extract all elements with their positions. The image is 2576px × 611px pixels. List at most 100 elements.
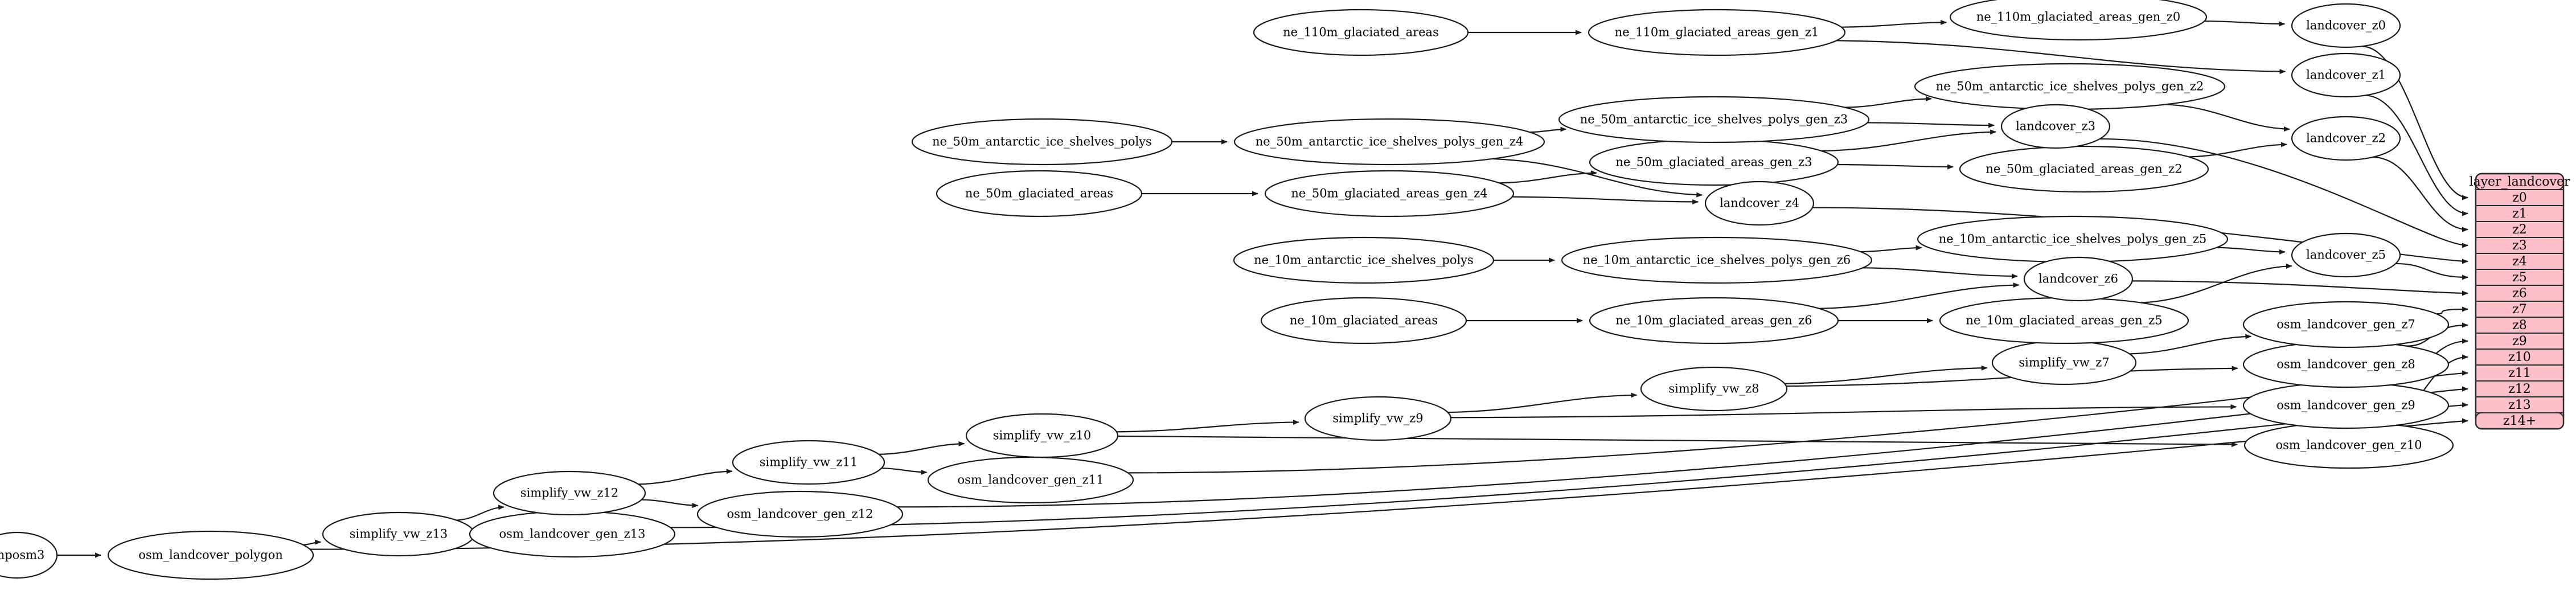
- node-ne_50m_antarctic_ice_shelves_polys_gen_z4[interactable]: ne_50m_antarctic_ice_shelves_polys_gen_z…: [1233, 118, 1545, 166]
- node-simplify_vw_z13[interactable]: simplify_vw_z13: [322, 511, 475, 557]
- node-ne_10m_glaciated_areas[interactable]: ne_10m_glaciated_areas: [1260, 297, 1467, 345]
- table-row-z7-label: z7: [2512, 302, 2527, 317]
- node-ellipse: [0, 531, 58, 579]
- node-ellipse: [2023, 256, 2134, 302]
- node-label: imposm3: [0, 548, 44, 562]
- node-label: landcover_z6: [2038, 272, 2118, 286]
- edge-ne_50m_antarctic_ice_shelves_polys_gen_z3-to-ne_50m_antarctic_ice_shelves_polys_gen_z2: [1845, 96, 1932, 108]
- edge-ne_50m_glaciated_areas_gen_z3-to-landcover_z3: [1822, 129, 1997, 152]
- edge-simplify_vw_z10-to-simplify_vw_z9: [1116, 419, 1299, 433]
- node-simplify_vw_z8[interactable]: simplify_vw_z8: [1640, 366, 1788, 412]
- node-ellipse: [1304, 396, 1452, 441]
- table-row-z6[interactable]: [2475, 285, 2564, 302]
- edge-osm_landcover_polygon-to-simplify_vw_z13: [303, 539, 322, 546]
- node-ne_110m_glaciated_areas[interactable]: ne_110m_glaciated_areas: [1253, 9, 1469, 56]
- table-row-z9[interactable]: [2475, 333, 2564, 350]
- node-ellipse: [1253, 9, 1469, 56]
- node-simplify_vw_z7[interactable]: simplify_vw_z7: [1991, 340, 2137, 386]
- node-ellipse: [2291, 116, 2401, 161]
- node-imposm3[interactable]: imposm3: [0, 531, 58, 579]
- node-osm_landcover_gen_z10[interactable]: osm_landcover_gen_z10: [2243, 421, 2454, 469]
- node-landcover_z4[interactable]: landcover_z4: [1704, 181, 1815, 226]
- node-landcover_z2[interactable]: landcover_z2: [2291, 116, 2401, 161]
- node-landcover_z1[interactable]: landcover_z1: [2291, 52, 2401, 98]
- node-label: simplify_vw_z10: [993, 429, 1092, 442]
- table-row-z14plus-label: z14+: [2503, 414, 2536, 428]
- node-ellipse: [1704, 181, 1815, 226]
- edge-ne_50m_antarctic_ice_shelves_polys_gen_z4-to-ne_50m_antarctic_ice_shelves_polys_gen_z3: [1529, 126, 1567, 133]
- edge-landcover_z0-to-layer_landcover-z0: [2361, 46, 2468, 200]
- table-row-z13-label: z13: [2508, 398, 2531, 412]
- edge-ne_10m_glaciated_areas_gen_z5-to-landcover_z5: [2141, 263, 2292, 304]
- node-label: osm_landcover_gen_z13: [499, 527, 646, 541]
- edge-ne_10m_antarctic_ice_shelves_polys_gen_z6-to-ne_10m_antarctic_ice_shelves_polys_gen_z5: [1860, 245, 1922, 253]
- node-ellipse: [1233, 236, 1495, 284]
- edge-ne_110m_glaciated_areas_gen_z1-to-landcover_z1: [1836, 40, 2286, 75]
- node-ne_110m_glaciated_areas_gen_z0[interactable]: ne_110m_glaciated_areas_gen_z0: [1949, 0, 2208, 41]
- node-label: ne_50m_antarctic_ice_shelves_polys_gen_z…: [1256, 135, 1524, 149]
- node-label: osm_landcover_gen_z7: [2276, 318, 2415, 331]
- node-label: landcover_z5: [2306, 248, 2386, 262]
- node-simplify_vw_z12[interactable]: simplify_vw_z12: [493, 470, 646, 516]
- edge-ne_50m_antarctic_ice_shelves_polys_gen_z3-to-landcover_z3: [1867, 122, 1995, 128]
- node-label: ne_110m_glaciated_areas_gen_z0: [1976, 10, 2181, 24]
- node-osm_landcover_gen_z9[interactable]: osm_landcover_gen_z9: [2242, 382, 2450, 429]
- edge-ne_110m_glaciated_areas_gen_z0-to-landcover_z0: [2204, 20, 2286, 27]
- node-landcover_z5[interactable]: landcover_z5: [2291, 232, 2401, 278]
- table-row-z9-label: z9: [2512, 334, 2527, 348]
- node-label: simplify_vw_z9: [1332, 412, 1423, 425]
- table-border: [2475, 173, 2565, 430]
- node-landcover_z3[interactable]: landcover_z3: [2000, 104, 2111, 149]
- node-ellipse: [2291, 52, 2401, 98]
- edge-landcover_z2-to-layer_landcover-z2: [2373, 156, 2468, 232]
- edge-landcover_z6-to-layer_landcover-z6: [2132, 280, 2468, 296]
- node-ellipse: [1640, 366, 1788, 412]
- node-osm_landcover_polygon[interactable]: osm_landcover_polygon: [107, 530, 314, 580]
- node-label: osm_landcover_gen_z12: [727, 507, 873, 521]
- node-ne_10m_antarctic_ice_shelves_polys_gen_z5[interactable]: ne_10m_antarctic_ice_shelves_polys_gen_z…: [1917, 215, 2229, 263]
- node-ne_50m_glaciated_areas_gen_z4[interactable]: ne_50m_glaciated_areas_gen_z4: [1264, 170, 1515, 218]
- node-ne_50m_antarctic_ice_shelves_polys_gen_z2[interactable]: ne_50m_antarctic_ice_shelves_polys_gen_z…: [1914, 63, 2226, 110]
- node-ne_10m_antarctic_ice_shelves_polys_gen_z6[interactable]: ne_10m_antarctic_ice_shelves_polys_gen_z…: [1561, 236, 1873, 284]
- node-ne_50m_glaciated_areas_gen_z3[interactable]: ne_50m_glaciated_areas_gen_z3: [1589, 138, 1839, 186]
- node-ne_110m_glaciated_areas_gen_z1[interactable]: ne_110m_glaciated_areas_gen_z1: [1588, 9, 1846, 56]
- node-label: ne_10m_glaciated_areas: [1290, 314, 1438, 327]
- node-ne_10m_antarctic_ice_shelves_polys[interactable]: ne_10m_antarctic_ice_shelves_polys: [1233, 236, 1495, 284]
- node-osm_landcover_gen_z8[interactable]: osm_landcover_gen_z8: [2242, 341, 2450, 388]
- node-label: simplify_vw_z7: [2019, 356, 2109, 370]
- node-ne_50m_glaciated_areas_gen_z2[interactable]: ne_50m_glaciated_areas_gen_z2: [1959, 145, 2209, 193]
- node-label: ne_10m_glaciated_areas_gen_z5: [1966, 314, 2162, 327]
- node-label: ne_50m_antarctic_ice_shelves_polys_gen_z…: [1936, 80, 2204, 93]
- node-label: osm_landcover_gen_z9: [2276, 399, 2415, 412]
- node-simplify_vw_z11[interactable]: simplify_vw_z11: [732, 440, 885, 485]
- table-header-label: layer_landcover: [2469, 175, 2570, 189]
- node-label: simplify_vw_z13: [350, 527, 448, 541]
- node-label: ne_10m_glaciated_areas_gen_z6: [1615, 314, 1812, 327]
- node-osm_landcover_gen_z13[interactable]: osm_landcover_gen_z13: [469, 510, 676, 558]
- table-row-z4[interactable]: [2475, 253, 2564, 270]
- edge-osm_landcover_gen_z7-to-layer_landcover-z7: [2436, 306, 2468, 315]
- node-landcover_z6[interactable]: landcover_z6: [2023, 256, 2134, 302]
- edge-landcover_z5-to-layer_landcover-z5: [2395, 263, 2468, 280]
- node-ellipse: [2291, 3, 2401, 48]
- node-ne_10m_glaciated_areas_gen_z6[interactable]: ne_10m_glaciated_areas_gen_z6: [1589, 297, 1839, 345]
- node-ne_10m_glaciated_areas_gen_z5[interactable]: ne_10m_glaciated_areas_gen_z5: [1939, 297, 2189, 345]
- table-row-z13[interactable]: [2475, 396, 2564, 413]
- table-row-z3[interactable]: [2475, 237, 2564, 254]
- node-ellipse: [1558, 96, 1870, 143]
- node-label: landcover_z0: [2306, 19, 2386, 32]
- node-ne_50m_antarctic_ice_shelves_polys_gen_z3[interactable]: ne_50m_antarctic_ice_shelves_polys_gen_z…: [1558, 96, 1870, 143]
- node-osm_landcover_gen_z12[interactable]: osm_landcover_gen_z12: [696, 490, 904, 538]
- node-osm_landcover_gen_z11[interactable]: osm_landcover_gen_z11: [927, 456, 1134, 504]
- node-osm_landcover_gen_z7[interactable]: osm_landcover_gen_z7: [2242, 301, 2450, 348]
- node-simplify_vw_z10[interactable]: simplify_vw_z10: [965, 413, 1119, 458]
- table-row-z12[interactable]: [2475, 380, 2564, 397]
- node-simplify_vw_z9[interactable]: simplify_vw_z9: [1304, 396, 1452, 441]
- node-ne_50m_glaciated_areas[interactable]: ne_50m_glaciated_areas: [936, 170, 1143, 218]
- node-landcover_z0[interactable]: landcover_z0: [2291, 3, 2401, 48]
- node-label: ne_10m_antarctic_ice_shelves_polys_gen_z…: [1939, 232, 2207, 246]
- node-label: simplify_vw_z8: [1668, 382, 1759, 396]
- node-ne_50m_antarctic_ice_shelves_polys[interactable]: ne_50m_antarctic_ice_shelves_polys: [911, 118, 1173, 166]
- node-ellipse: [696, 490, 904, 538]
- node-label: landcover_z4: [1720, 196, 1799, 210]
